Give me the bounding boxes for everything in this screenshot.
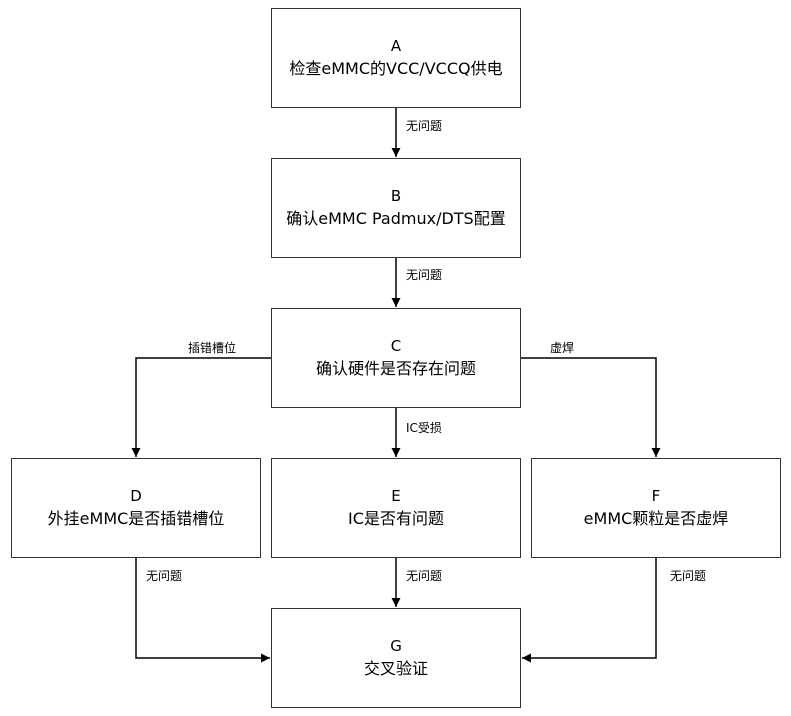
node-b-id: B — [390, 187, 402, 205]
node-d-text: 外挂eMMC是否插错槽位 — [47, 509, 225, 528]
node-a-id: A — [390, 37, 402, 55]
node-f-text: eMMC颗粒是否虚焊 — [583, 509, 729, 528]
edge-label-a-b: 无问题 — [406, 119, 443, 133]
node-b-text: 确认eMMC Padmux/DTS配置 — [286, 209, 506, 228]
node-d: D 外挂eMMC是否插错槽位 — [11, 458, 261, 558]
edge-c-f — [521, 357, 661, 457]
edge-label-f-g: 无问题 — [670, 569, 707, 583]
node-g-id: G — [390, 637, 402, 655]
edge-d-g — [135, 558, 270, 663]
node-e-id: E — [391, 487, 401, 505]
edge-label-d-g: 无问题 — [146, 569, 183, 583]
node-g: G 交叉验证 — [271, 608, 521, 708]
edge-c-d — [131, 357, 271, 457]
node-f-id: F — [651, 487, 661, 505]
edge-label-b-c: 无问题 — [406, 268, 443, 282]
node-f: F eMMC颗粒是否虚焊 — [531, 458, 781, 558]
node-a: A 检查eMMC的VCC/VCCQ供电 — [271, 8, 521, 108]
node-b: B 确认eMMC Padmux/DTS配置 — [271, 158, 521, 258]
edge-label-c-f: 虚焊 — [550, 341, 575, 355]
edge-label-e-g: 无问题 — [406, 569, 443, 583]
node-c-id: C — [390, 337, 402, 355]
edge-f-g — [522, 558, 657, 663]
node-a-text: 检查eMMC的VCC/VCCQ供电 — [289, 59, 503, 78]
node-d-id: D — [130, 487, 142, 505]
edge-label-c-e: IC受损 — [406, 421, 442, 435]
node-e: E IC是否有问题 — [271, 458, 521, 558]
edge-label-c-d: 插错槽位 — [188, 341, 237, 355]
node-c-text: 确认硬件是否存在问题 — [315, 359, 476, 378]
node-e-text: IC是否有问题 — [348, 509, 444, 528]
node-g-text: 交叉验证 — [363, 659, 428, 678]
node-c: C 确认硬件是否存在问题 — [271, 308, 521, 408]
